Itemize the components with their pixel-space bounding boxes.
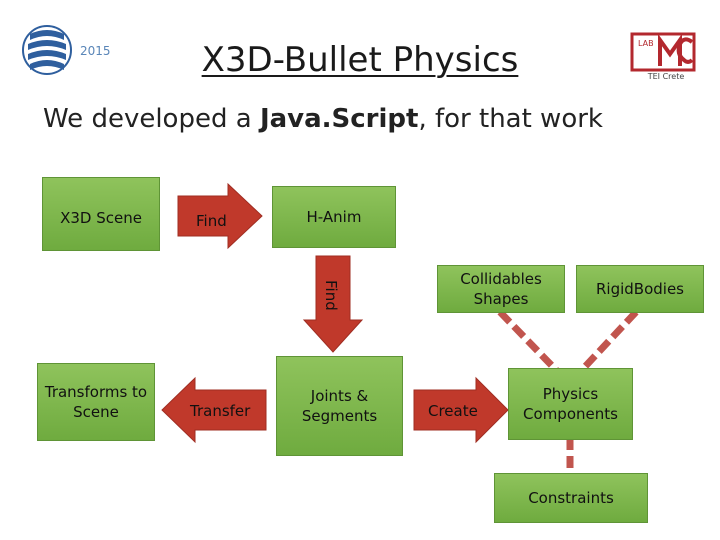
rigidbodies-to-physics-connector — [577, 309, 639, 375]
transfer-left-arrow — [161, 376, 267, 444]
constraints-node: Constraints — [494, 473, 648, 523]
find-right-label: Find — [196, 212, 227, 230]
x3d-scene-node: X3D Scene — [42, 177, 160, 251]
rigid-bodies-node: RigidBodies — [576, 265, 704, 313]
subtitle-prefix: We developed a — [43, 104, 260, 134]
create-label: Create — [428, 402, 478, 420]
joints-segments-node: Joints & Segments — [276, 356, 403, 456]
h-anim-node: H-Anim — [272, 186, 396, 248]
organization-logo-icon — [22, 24, 72, 76]
collidables-to-physics-connector — [497, 309, 561, 375]
physics-components-node: Physics Components — [508, 368, 633, 440]
collidables-shapes-node: Collidables Shapes — [437, 265, 565, 313]
page-title: X3D-Bullet Physics — [201, 40, 519, 80]
lab-logo-text: LAB — [638, 39, 654, 48]
subtitle-emphasis: Java.Script — [259, 104, 419, 134]
find-down-arrow — [302, 255, 364, 353]
find-right-arrow — [177, 182, 263, 250]
lab-logo-icon: LAB — [630, 30, 696, 74]
year-label: 2015 — [80, 44, 111, 58]
create-right-arrow — [413, 376, 509, 444]
subtitle: We developed a Java.Script, for that wor… — [43, 104, 603, 134]
subtitle-suffix: , for that work — [418, 104, 603, 134]
org-label: TEI Crete — [647, 72, 685, 81]
find-down-label: Find — [322, 280, 340, 311]
transfer-label: Transfer — [190, 402, 251, 420]
transforms-to-scene-node: Transforms to Scene — [37, 363, 155, 441]
